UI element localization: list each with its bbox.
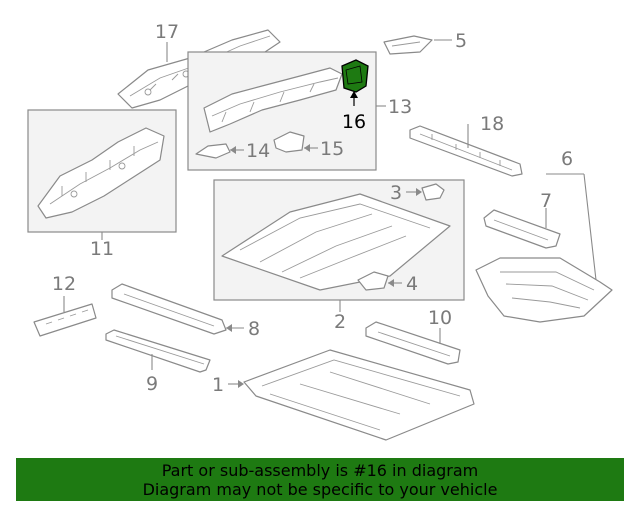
- banner-line-1: Part or sub-assembly is #16 in diagram: [161, 460, 479, 480]
- part-12-drawing: [33, 303, 97, 337]
- part-10-drawing: [365, 321, 461, 365]
- callout-14: 14: [246, 140, 270, 162]
- part-16-highlight: [341, 59, 369, 93]
- arrow-16: [350, 91, 358, 98]
- part-6-drawing: [475, 257, 613, 323]
- part-14-drawing: [195, 143, 231, 159]
- part-5-drawing: [383, 35, 433, 55]
- callout-16: 16: [342, 111, 366, 133]
- parts-diagram: 17 5 16 14 15 13 18: [27, 21, 613, 441]
- part-1-drawing: [243, 349, 475, 441]
- arrow-15: [304, 144, 310, 152]
- arrow-3: [416, 188, 422, 196]
- callout-13: 13: [388, 96, 412, 118]
- callout-6: 6: [561, 148, 573, 170]
- callout-11: 11: [90, 238, 114, 260]
- part-15-drawing: [273, 131, 305, 153]
- part-13-drawing: [203, 67, 343, 133]
- callout-1: 1: [212, 374, 224, 396]
- callout-4: 4: [406, 273, 418, 295]
- leader-6: [546, 173, 597, 281]
- arrow-4: [388, 279, 394, 287]
- part-9-drawing: [105, 329, 211, 373]
- callout-18: 18: [480, 113, 504, 135]
- callout-12: 12: [52, 273, 76, 295]
- callout-2: 2: [334, 311, 346, 333]
- info-banner: Part or sub-assembly is #16 in diagram D…: [16, 458, 624, 501]
- part-2-drawing: [221, 193, 451, 291]
- part-11-drawing: [37, 127, 165, 219]
- callout-15: 15: [320, 138, 344, 160]
- callout-7: 7: [540, 190, 552, 212]
- callout-9: 9: [146, 373, 158, 395]
- callout-8: 8: [248, 318, 260, 340]
- arrow-14: [230, 146, 236, 154]
- part-3-drawing: [421, 183, 445, 201]
- part-4-drawing: [357, 271, 389, 291]
- arrow-8: [226, 324, 232, 332]
- part-7-drawing: [483, 209, 561, 249]
- banner-line-2: Diagram may not be specific to your vehi…: [142, 479, 498, 499]
- callout-5: 5: [455, 30, 467, 52]
- arrow-1: [238, 380, 244, 388]
- callout-17: 17: [155, 21, 179, 43]
- callout-3: 3: [390, 182, 402, 204]
- part-8-drawing: [111, 283, 227, 335]
- part-18-drawing: [409, 125, 523, 177]
- callout-10: 10: [428, 307, 452, 329]
